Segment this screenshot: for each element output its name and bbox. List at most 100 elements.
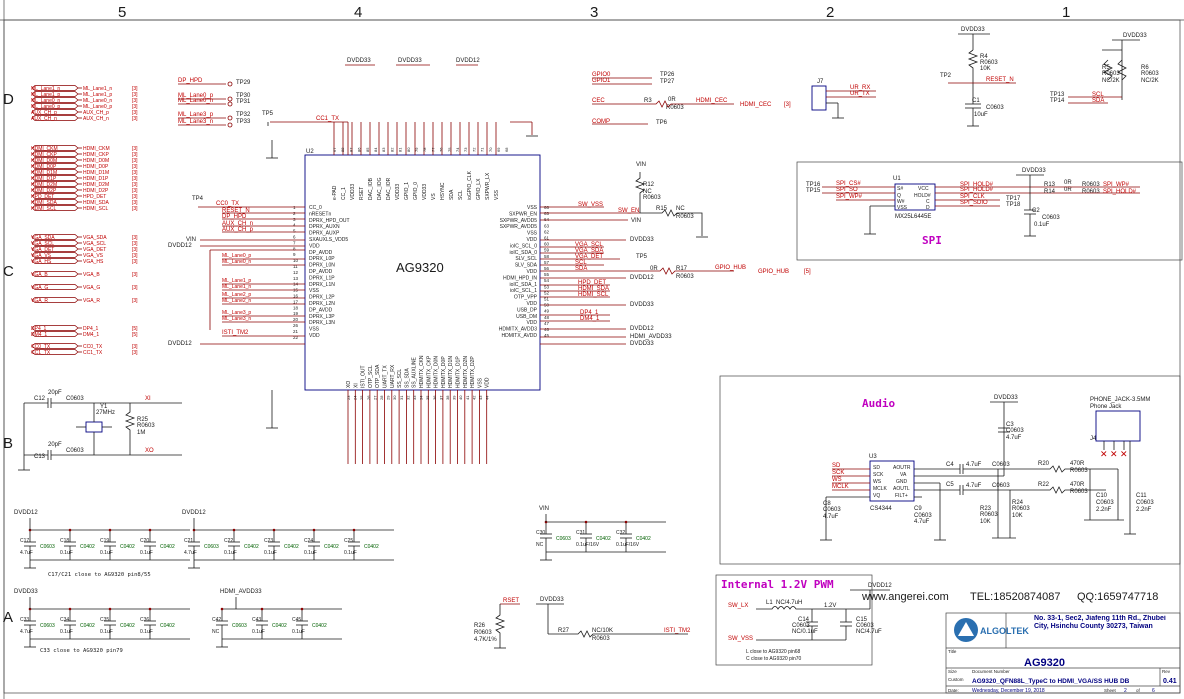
size-value: Custom [948, 677, 964, 682]
chip-left-num-20: 26 [293, 323, 299, 328]
pwm-note-2: C close to AG9320 pin70 [746, 656, 802, 662]
company-address: No. 33-1, Sec2, Jiafeng 11th Rd., Zhubei… [1034, 615, 1166, 630]
chip-top-num-11: 78 [422, 147, 427, 152]
chip-name: AG9320 [396, 260, 444, 275]
c9-pkg: C0603 [914, 513, 932, 519]
chip-right-num-10: 56 [544, 266, 550, 271]
hdmi-scl-right: HDMI_SCL [578, 292, 609, 298]
hdmi-net-ref-1: [3] [132, 152, 138, 158]
sw-en-label: SW_EN [618, 208, 639, 214]
decap-row-c-ref-0: C33 [20, 617, 29, 623]
dp-net-src-2: ML_Lane0_n [31, 98, 60, 104]
decap-row-b-ref-0: C21 [184, 538, 193, 544]
vga-sda-right: VGA_SDA [575, 248, 603, 254]
vin-r12: VIN [636, 162, 646, 168]
decap-row-a-pkg-1: C0402 [80, 544, 95, 550]
reset-n-label: RESET_N [222, 208, 250, 214]
chip-bottom-pin-8: SS_SDA [404, 368, 410, 388]
pullup-r5-r6: DVDD33 R5 R0603 NC/2K R6 R0603 NC/2K TP1… [1050, 33, 1159, 104]
spi-hold-label: SPI_HOLD# [960, 182, 994, 188]
hdmi-net-ref-5: [3] [132, 176, 138, 182]
r24-val: 10K [1012, 513, 1023, 519]
hdmi-net-src-9: HDMI_SDA [31, 200, 58, 206]
chip-left-pin-6: VDD [309, 243, 320, 249]
chip-pin-group: CC_0nRESETnDPRX_HPD_OUTDPRX_AUXNDPRX_AUX… [266, 122, 550, 464]
u3-name: CS4344 [870, 506, 892, 512]
chip-left-num-9: 10 [293, 258, 299, 263]
chip-right-pin-6: ioIC_SCL_0 [510, 243, 537, 249]
chip-bottom-num-10: 33 [412, 395, 417, 400]
chip-top-num-9: 80 [406, 147, 411, 152]
chip-left-num-12: 13 [293, 276, 299, 281]
chip-bottom-num-16: 39 [452, 395, 457, 400]
rev-value: 0.41 [1163, 678, 1177, 685]
chip-top-num-16: 73 [463, 147, 468, 152]
hdmi-net-src-10: HDMI_SCL [31, 206, 57, 212]
dvdd12-right-2: DVDD12 [630, 326, 654, 332]
chip-top-num-5: 84 [373, 147, 378, 152]
hdmi-sda-right: HDMI_SDA [578, 286, 609, 292]
r24-pkg: R0603 [1012, 506, 1030, 512]
decap-row-a-val-1: 0.1uF [60, 550, 73, 556]
hdmi-avdd33-right: HDMI_AVDD33 [630, 334, 672, 340]
c1-pkg: C0603 [986, 105, 1004, 111]
svg-text:W#: W# [897, 199, 905, 205]
gpio0-label: GPIO0 [592, 72, 611, 78]
chip-left-pin-18: DPRX_L3N [309, 320, 335, 326]
chip-lane-labels: ML_Lane0_pML_Lane0_nML_Lane1_pML_Lane1_n… [209, 249, 305, 330]
chip-right-pin-5: VDD [526, 237, 537, 243]
dp-net-ref-1: [3] [132, 92, 138, 98]
hdmi-avdd33-decap: HDMI_AVDD33 [220, 589, 262, 595]
svg-text:✕: ✕ [1120, 449, 1128, 459]
chip-right-num-3: 63 [544, 223, 550, 228]
chip-top-pin-3: RSET [359, 187, 365, 200]
c11-pkg: C0603 [1136, 500, 1154, 506]
sck-label: SCK [832, 470, 844, 476]
c3-ref: C3 [1006, 422, 1014, 428]
rset-circuit: RSET R26 R0603 4.7K/1% DVDD33 R27 NC/10K… [474, 597, 691, 649]
c12-pkg: C0603 [66, 396, 84, 402]
c10-ref: C10 [1096, 493, 1108, 499]
svg-text:✕: ✕ [1110, 449, 1118, 459]
vga-net-src-2: VGA_DET [31, 247, 54, 253]
chip-left-num-11: 12 [293, 270, 299, 275]
c17-note: C17/C21 close to AG9320 pin8/55 [48, 572, 151, 578]
r13-pkg: R0603 [1082, 182, 1100, 188]
dvdd12-bottom-left: DVDD12 [168, 341, 192, 347]
hdmi-net-dst-1: HDMI_CKP [83, 152, 110, 158]
c3-pkg: C0603 [1006, 428, 1024, 434]
chip-top-pin-1: CC_1 [341, 187, 347, 200]
r6-pkg: R0603 [1141, 71, 1159, 77]
r13-ref: R13 [1044, 182, 1056, 188]
rgb-net-dst-1: VGA_G [83, 285, 100, 291]
vin-left-label: VIN [186, 237, 196, 243]
tp17-label: TP17 [1006, 196, 1021, 202]
dp-net-dst-3: ML_Lane0_p [83, 104, 112, 110]
svg-text:S#: S# [897, 186, 903, 192]
ws-label: WS [832, 477, 842, 483]
r5-val: NC/2K [1102, 78, 1120, 84]
tp5b-label: TP5 [636, 254, 648, 260]
vga-net-dst-1: VGA_SCL [83, 241, 106, 247]
chip-lane-6: ML_Lane3_p [222, 310, 251, 316]
xo-label: XO [145, 448, 154, 454]
spi-wp-label: SPI_WP# [836, 194, 863, 200]
decap-row-c-ref-3: C36 [140, 617, 149, 623]
hdmi-cec-label: HDMI_CEC [696, 98, 728, 104]
r4-pkg: R0603 [980, 60, 998, 66]
u1-ref: U1 [893, 176, 901, 182]
r22-val: 470R [1070, 482, 1085, 488]
chip-bottom-num-19: 42 [471, 395, 476, 400]
dvdd33-top-2: DVDD33 [398, 58, 422, 64]
chip-right-pin-13: ioIC_SCL_1 [510, 288, 537, 294]
title-block: ALGOLTEK No. 33-1, Sec2, Jiafeng 11th Rd… [945, 612, 1181, 694]
chip-right-num-11: 55 [544, 272, 550, 277]
chip-right-pin-9: SLV_SDA [515, 263, 538, 269]
chip-left-pin-20: VDD [309, 333, 320, 339]
spi-title: SPI [922, 234, 942, 247]
chip-bottom-pin-18: VSS [477, 377, 483, 388]
dp-net-dst-1: ML_Lane1_p [83, 92, 112, 98]
r15-pkg: R0603 [676, 214, 694, 220]
chip-right-num-12: 54 [544, 278, 550, 283]
dp-net-ref-4: [3] [132, 110, 138, 116]
